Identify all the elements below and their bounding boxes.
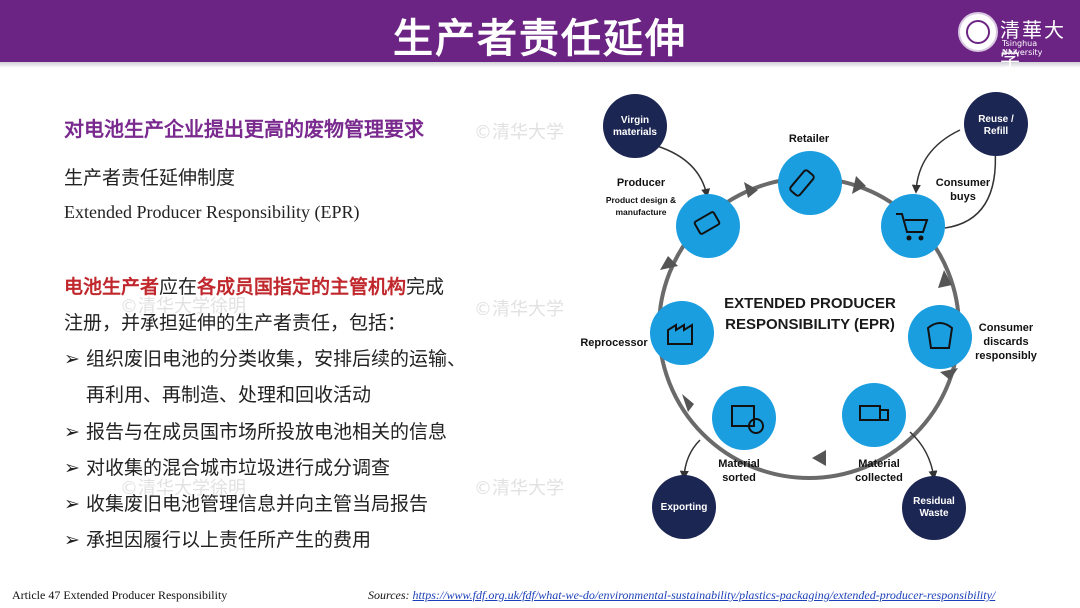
label-consumer-buys: Consumer bbox=[936, 177, 991, 189]
svg-text:Exporting: Exporting bbox=[661, 502, 708, 513]
logo-subtitle: Tsinghua University bbox=[1002, 39, 1043, 57]
label-consumer-buys: buys bbox=[950, 191, 976, 203]
sources-label: Sources: bbox=[368, 588, 410, 602]
list-item-text: 组织废旧电池的分类收集，安排后续的运输、 bbox=[86, 348, 467, 370]
page-title: 生产者责任延伸 bbox=[393, 16, 687, 62]
svg-text:Residual: Residual bbox=[913, 496, 955, 507]
node-reuse-refill: Reuse / Refill bbox=[964, 92, 1028, 156]
svg-text:Virgin: Virgin bbox=[621, 115, 649, 126]
bullet-arrow-icon: ➢ bbox=[64, 457, 80, 479]
label-consumer-discards: responsibly bbox=[975, 350, 1038, 362]
node-producer bbox=[676, 194, 740, 258]
node-virgin-materials: Virgin materials bbox=[603, 94, 667, 158]
svg-text:Reuse /: Reuse / bbox=[978, 114, 1014, 125]
recycle-bag-icon bbox=[926, 322, 954, 349]
label-producer-sub: Product design & bbox=[606, 195, 676, 205]
title-bar-shadow bbox=[0, 62, 1080, 68]
node-material-collected bbox=[842, 383, 906, 447]
para-text: 应在 bbox=[159, 276, 198, 298]
buys-to-reuse-arrow bbox=[944, 146, 1000, 229]
list-item-continuation: 再利用、再制造、处理和回收活动 bbox=[86, 384, 372, 406]
list-item: ➢ 收集废旧电池管理信息并向主管当局报告 bbox=[64, 489, 428, 516]
article-reference: Article 47 Extended Producer Responsibil… bbox=[12, 588, 228, 602]
title-bar bbox=[0, 0, 1080, 62]
watermark: ©清华大学 bbox=[474, 478, 564, 499]
svg-text:materials: materials bbox=[613, 127, 657, 138]
node-consumer-buys bbox=[881, 194, 945, 258]
label-retailer: Retailer bbox=[789, 133, 830, 145]
list-item: ➢ 报告与在成员国市场所投放电池相关的信息 bbox=[64, 417, 447, 444]
label-producer: Producer bbox=[617, 177, 666, 189]
list-item: ➢ 承担因履行以上责任所产生的费用 bbox=[64, 525, 371, 552]
node-consumer-discards bbox=[908, 305, 972, 369]
section-heading: 对电池生产企业提出更高的废物管理要求 bbox=[64, 117, 424, 141]
svg-text:Waste: Waste bbox=[919, 508, 949, 519]
sources-line: Sources: https://www.fdf.org.uk/fdf/what… bbox=[368, 588, 995, 603]
list-item-text: 对收集的混合城市垃圾进行成分调查 bbox=[86, 457, 391, 479]
label-producer-sub: manufacture bbox=[615, 207, 666, 217]
factory-icon bbox=[667, 323, 693, 345]
label-material-collected: Material bbox=[858, 458, 900, 470]
highlight-authority: 各成员国指定的主管机构 bbox=[197, 276, 407, 298]
export-arrow bbox=[679, 439, 701, 480]
residual-arrow bbox=[909, 431, 938, 480]
bullet-arrow-icon: ➢ bbox=[64, 421, 80, 443]
virgin-arrow bbox=[656, 145, 711, 198]
cart-icon bbox=[896, 213, 929, 233]
label-material-sorted: sorted bbox=[722, 472, 756, 484]
list-item: ➢ 组织废旧电池的分类收集，安排后续的运输、 bbox=[64, 344, 466, 371]
watermark: ©清华大学 bbox=[474, 299, 564, 320]
bullet-arrow-icon: ➢ bbox=[64, 529, 80, 551]
node-retailer bbox=[778, 151, 842, 215]
highlight-battery-producer: 电池生产者 bbox=[64, 276, 160, 298]
bullet-arrow-icon: ➢ bbox=[64, 348, 80, 370]
battery-icon bbox=[693, 211, 721, 235]
label-consumer-discards: discards bbox=[983, 336, 1028, 348]
node-residual-waste: Residual Waste bbox=[902, 476, 966, 540]
node-reprocessor bbox=[650, 301, 714, 365]
logo-name: 清華大学 bbox=[1000, 18, 1066, 71]
label-material-sorted: Material bbox=[718, 458, 760, 470]
para-text: 完成 bbox=[406, 276, 445, 298]
node-exporting: Exporting bbox=[652, 475, 716, 539]
watermark: ©清华大学徐明 bbox=[120, 478, 246, 499]
cycle-arrowheads bbox=[660, 176, 958, 466]
bullet-arrow-icon: ➢ bbox=[64, 493, 80, 515]
diagram-center-title: EXTENDED PRODUCER bbox=[724, 295, 896, 312]
obligation-paragraph-line2: 注册，并承担延伸的生产者责任，包括： bbox=[64, 312, 407, 334]
watermark: ©清华大学 bbox=[474, 122, 564, 143]
tsinghua-seal-icon bbox=[958, 12, 998, 52]
list-item-text: 收集废旧电池管理信息并向主管当局报告 bbox=[86, 493, 429, 515]
list-item-text: 承担因履行以上责任所产生的费用 bbox=[86, 529, 372, 551]
box-icon bbox=[731, 405, 755, 427]
epr-english-name: Extended Producer Responsibility (EPR) bbox=[64, 202, 360, 222]
watermark: ©清华大学徐明 bbox=[120, 296, 246, 317]
label-consumer-discards: Consumer bbox=[979, 322, 1034, 334]
label-material-collected: collected bbox=[855, 472, 903, 484]
epr-chinese-name: 生产者责任延伸制度 bbox=[64, 167, 236, 189]
list-item-text: 报告与在成员国市场所投放电池相关的信息 bbox=[86, 421, 448, 443]
reuse-arrow bbox=[911, 129, 961, 194]
diagram-center-title: RESPONSIBILITY (EPR) bbox=[725, 316, 895, 333]
sources-link[interactable]: https://www.fdf.org.uk/fdf/what-we-do/en… bbox=[412, 588, 996, 602]
label-reprocessor: Reprocessor bbox=[580, 337, 648, 349]
svg-text:Refill: Refill bbox=[984, 126, 1009, 137]
bottle-icon bbox=[789, 169, 815, 197]
obligation-paragraph: 电池生产者应在各成员国指定的主管机构完成 bbox=[64, 272, 444, 299]
node-material-sorted bbox=[712, 386, 776, 450]
list-item: ➢ 对收集的混合城市垃圾进行成分调查 bbox=[64, 453, 390, 480]
